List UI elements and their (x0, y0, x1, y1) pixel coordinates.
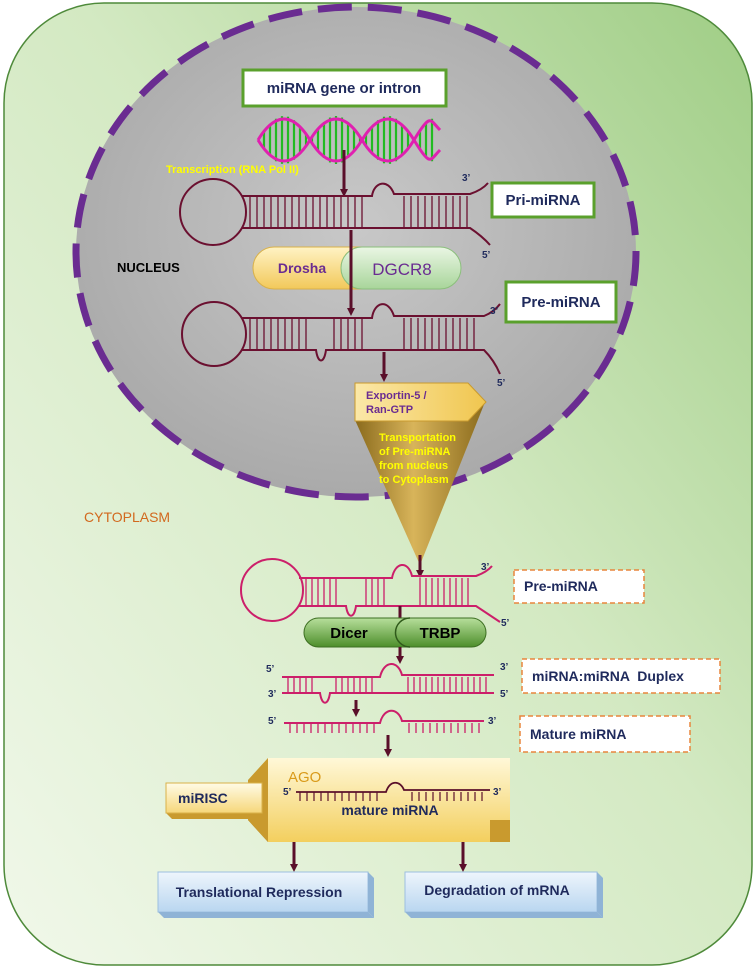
degradation-label: Degradation of mRNA (424, 882, 569, 898)
pre-mirna-cyto-box (513, 569, 645, 604)
pri-mirna-box (490, 181, 596, 219)
pre-mirna-cytoplasmic-hairpin (240, 558, 501, 623)
transport-label-line4: to Cytoplasm (379, 474, 449, 486)
translational-repression-label: Translational Repression (176, 884, 343, 900)
exportin-label-line1: Exportin-5 / (366, 390, 427, 402)
mature-five-prime: 5’ (268, 716, 277, 727)
exportin-label-line2: Ran-GTP (366, 404, 413, 416)
transport-label-line3: from nucleus (379, 460, 448, 472)
gene-box-label: miRNA gene or intron (267, 80, 421, 97)
pre-mirna-nuclear-box (504, 280, 618, 324)
mirisc-tag: miRISC (165, 782, 263, 819)
duplex-three-prime-right: 3’ (500, 662, 509, 673)
pre-cyto-five-prime: 5’ (501, 618, 510, 629)
degradation-box (404, 871, 598, 913)
pre-mirna-nuclear-hairpin (181, 301, 501, 375)
mature-label: Mature miRNA (530, 726, 626, 742)
dna-helix-icon (256, 116, 442, 164)
mature-box (519, 715, 691, 753)
pre-nuc-five-prime: 5’ (497, 378, 506, 389)
duplex-five-prime-left: 5’ (266, 664, 275, 675)
pri-mirna-hairpin (179, 178, 491, 246)
pre-mirna-cyto-label: Pre-miRNA (524, 578, 598, 594)
ago-bound-mirna (296, 781, 490, 801)
cytoplasm-label: CYTOPLASM (84, 509, 170, 525)
ago-label: AGO (288, 769, 321, 786)
pre-mirna-nuclear-label: Pre-miRNA (521, 294, 600, 311)
pri-mirna-label: Pri-miRNA (505, 192, 580, 209)
ago-three-prime: 3’ (493, 787, 502, 798)
pre-cyto-three-prime: 3’ (481, 562, 490, 573)
drosha-label: Drosha (278, 260, 326, 276)
dicer-label: Dicer (330, 625, 368, 642)
duplex-three-prime-left: 3’ (268, 689, 277, 700)
transport-label-line2: of Pre-miRNA (379, 446, 451, 458)
mature-three-prime: 3’ (488, 716, 497, 727)
dicer-trbp-complex: Dicer TRBP (303, 617, 487, 648)
duplex-five-prime-right: 5’ (500, 689, 509, 700)
transport-label-line1: Transportation (379, 432, 456, 444)
gene-box (241, 68, 448, 108)
ago-complex: AGO 5’ 3’ mature miRNA (248, 758, 510, 842)
pre-nuc-three-prime: 3’ (490, 306, 499, 317)
ago-mature-label: mature miRNA (341, 802, 438, 818)
drosha-dgcr8-complex: Drosha DGCR8 (252, 246, 462, 290)
nucleus-label: NUCLEUS (117, 260, 180, 275)
pri-five-prime: 5’ (482, 250, 491, 261)
mirna-duplex (282, 663, 494, 704)
duplex-label: miRNA:miRNA Duplex (532, 668, 684, 684)
transport-funnel: Exportin-5 / Ran-GTP Transportation of P… (354, 382, 487, 565)
mature-mirna-strand (284, 709, 484, 733)
trbp-label: TRBP (420, 625, 461, 642)
transcription-label: Transcription (RNA Pol II) (166, 164, 299, 176)
ago-five-prime: 5’ (283, 787, 292, 798)
pri-three-prime: 3’ (462, 173, 471, 184)
mirisc-label: miRISC (178, 790, 228, 806)
duplex-box (521, 658, 721, 694)
dgcr8-label: DGCR8 (372, 260, 432, 279)
